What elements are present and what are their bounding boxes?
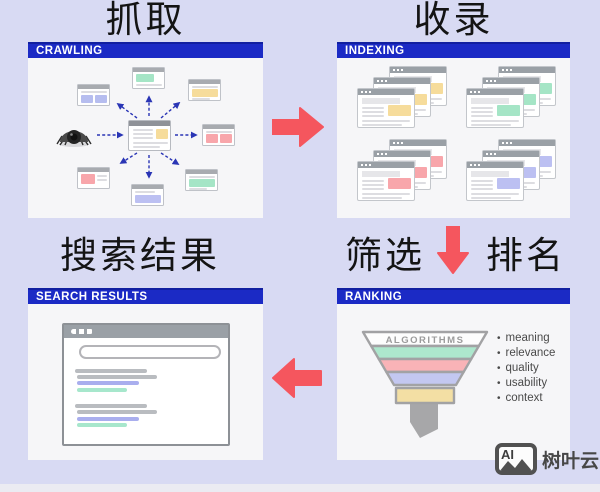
bottom-strip [0,484,600,492]
webpage-window [132,67,165,89]
search-results-window [62,323,230,446]
crawl-arrows [97,95,198,179]
webpage-window [131,184,164,206]
title-crawling-cn: 抓取 [105,0,186,41]
panel-ranking-header: RANKING [337,288,570,304]
spider-crawler-icon [56,130,92,147]
central-webpage-window [128,120,171,151]
webpage-window [77,167,110,189]
result-link-bar [77,381,139,385]
panel-crawling: CRAWLING [28,42,263,218]
ranking-factors-list: meaning relevance quality usability cont… [497,331,569,406]
result-title-bar [75,404,147,408]
panel-ranking: RANKING ALGORITHMS meaning relevance qua [337,288,570,460]
result-title-bar [75,369,147,373]
result-link-bar [77,417,139,421]
indexed-pages-stack [357,66,447,128]
ranking-factor: usability [497,376,569,391]
indexed-pages-stack [357,139,447,201]
result-text-bar [77,375,157,379]
mountain-icon [499,459,533,471]
arrow-right-icon [272,107,324,147]
panel-crawling-header: CRAWLING [28,42,263,58]
panel-indexing: INDEXING [337,42,570,218]
webpage-window [202,124,235,146]
panel-crawling-body [28,58,263,218]
window-dots-icon [71,329,93,334]
panel-indexing-header: INDEXING [337,42,570,58]
title-search-results-cn: 搜索结果 [60,236,220,277]
watermark-image-icon: AI [495,443,537,475]
result-text-bar [77,410,157,414]
watermark-ai-text: AI [501,447,514,462]
panel-search-results-header: SEARCH RESULTS [28,288,263,304]
watermark-brand-text: 树叶云 [542,450,600,472]
title-filter-cn: 筛选 [345,236,425,277]
algorithms-funnel: ALGORITHMS [361,330,489,438]
panel-search-results-body [28,304,263,460]
ranking-factor: quality [497,361,569,376]
panel-search-results: SEARCH RESULTS [28,288,263,460]
panel-ranking-body: ALGORITHMS meaning relevance quality usa… [337,304,570,460]
title-indexing-cn: 收录 [413,0,494,41]
ranking-factor: meaning [497,331,569,346]
search-bar [79,345,221,359]
result-url-bar [77,423,127,427]
indexed-pages-stack [466,139,556,201]
arrow-left-icon [272,358,322,398]
window-titlebar [64,325,228,338]
window-titlebar [129,121,170,126]
webpage-window [77,84,110,106]
watermark: AI 树叶云 [495,443,599,475]
ranking-factor: relevance [497,346,569,361]
result-url-bar [77,388,127,392]
ranking-factor: context [497,391,569,406]
panel-indexing-body [337,58,570,218]
indexed-pages-stack [466,66,556,128]
funnel-label: ALGORITHMS [386,335,465,346]
title-ranking-cn: 排名 [486,236,566,277]
content-block-yellow [156,129,168,139]
webpage-window [185,169,218,191]
webpage-window [188,79,221,101]
arrow-down-icon [437,226,469,274]
